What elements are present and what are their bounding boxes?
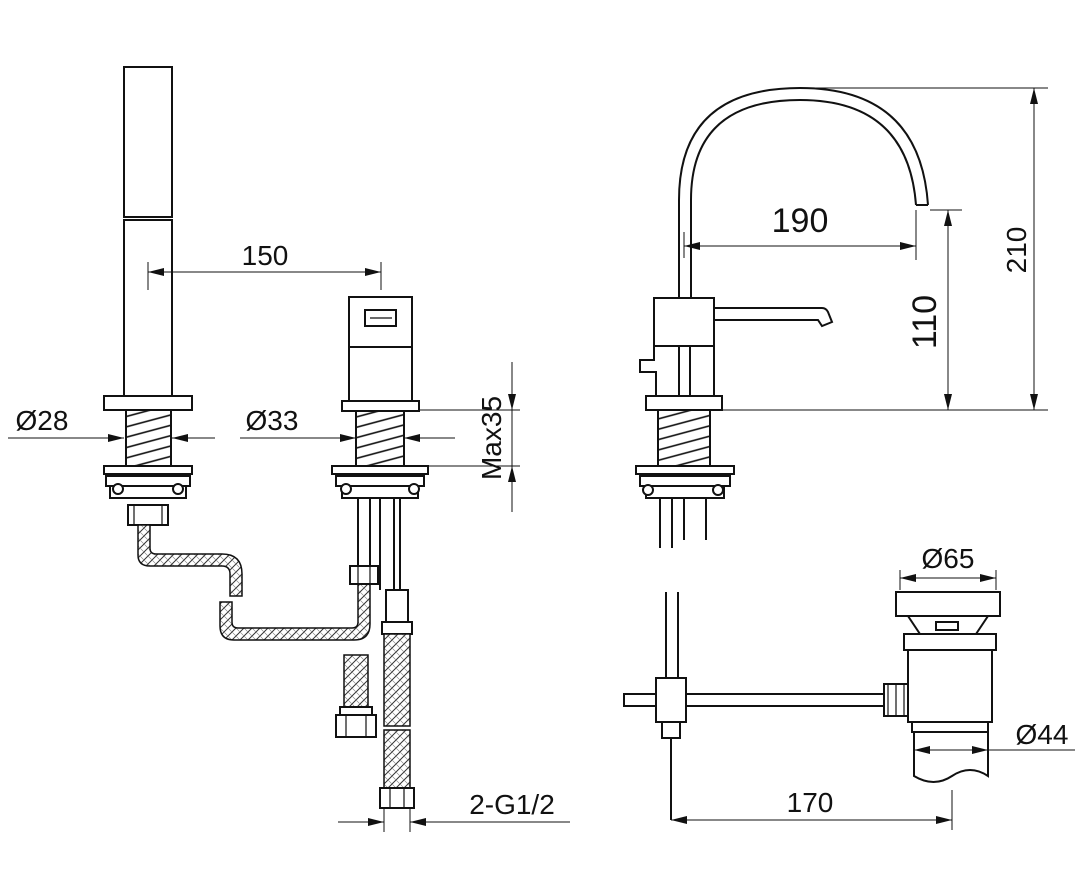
- dim-210: 210: [800, 87, 1048, 410]
- dim-170: 170: [671, 787, 953, 830]
- dim-hand-shower-diameter: Ø28: [16, 405, 69, 436]
- dim-33: Ø33: [240, 405, 455, 442]
- dim-44: Ø44: [914, 719, 1075, 754]
- dim-spout-clearance: 110: [906, 295, 944, 349]
- hand-shower: [103, 66, 193, 526]
- pop-up-waste: [623, 591, 1001, 820]
- dim-waste-head-diameter: Ø65: [922, 543, 975, 574]
- supply-hoses: [335, 589, 415, 809]
- dim-connection: 2-G1/2: [469, 789, 555, 820]
- dim-waste-body-diameter: Ø44: [1016, 719, 1069, 750]
- mixer-body: [331, 296, 429, 590]
- dim-spacing-label: 150: [242, 240, 289, 271]
- dim-g12: 2-G1/2: [338, 789, 570, 832]
- dim-150: 150: [147, 240, 382, 290]
- dim-110: 110: [722, 209, 1048, 411]
- dim-spout-reach: 190: [772, 202, 829, 240]
- dim-pull-rod-length: 170: [787, 787, 834, 818]
- dim-total-height: 210: [1001, 227, 1032, 274]
- dim-190: 190: [683, 202, 917, 260]
- hand-shower-hose: [137, 524, 379, 641]
- dim-max35: Max35: [419, 362, 520, 512]
- dim-mixer-diameter: Ø33: [246, 405, 299, 436]
- spout: [635, 86, 929, 678]
- dim-65: Ø65: [899, 543, 997, 590]
- dim-max-thickness: Max35: [476, 396, 507, 480]
- dim-28: Ø28: [8, 405, 215, 442]
